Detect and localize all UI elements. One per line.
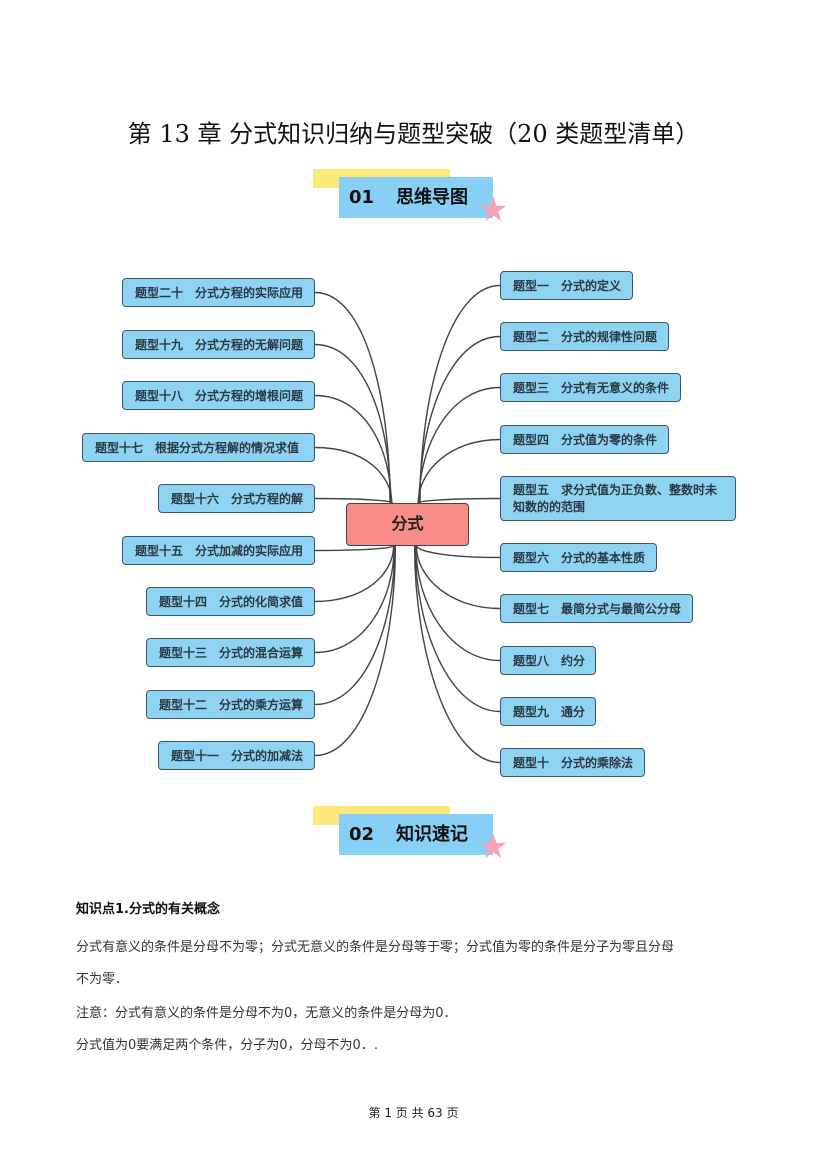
connector-line — [314, 394, 392, 504]
mindmap-node-right: 题型六 分式的基本性质 — [500, 543, 657, 572]
mindmap-node-right: 题型八 约分 — [500, 646, 596, 675]
mindmap-node-right: 题型九 通分 — [500, 697, 596, 726]
section-banner-mindmap: 01 思维导图 ★ — [313, 169, 513, 229]
star-icon: ★ — [478, 827, 509, 867]
mindmap-node-right: 题型五 求分式值为正负数、整数时未知数的的范围 — [500, 476, 736, 521]
connector-line — [314, 497, 394, 504]
page-footer: 第 1 页 共 63 页 — [368, 1106, 459, 1120]
mindmap-node-left: 题型十六 分式方程的解 — [158, 484, 315, 513]
knowledge-line: 分式有意义的条件是分母不为零；分式无意义的条件是分母等于零；分式值为零的条件是分… — [76, 940, 675, 955]
connector-line — [314, 545, 397, 757]
mindmap-node-left: 题型十七 根据分式方程解的情况求值 — [82, 433, 315, 462]
page-title: 第 13 章 分式知识归纳与题型突破（20 类题型清单） — [127, 120, 700, 148]
mindmap-node-left: 题型十二 分式的乘方运算 — [146, 690, 315, 719]
mindmap-node-left: 题型十五 分式加减的实际应用 — [122, 536, 315, 565]
mindmap-node-right: 题型二 分式的规律性问题 — [500, 322, 669, 351]
connector-line — [414, 545, 501, 713]
knowledge-line: 分式值为0要满足两个条件，分子为0，分母不为0．. — [76, 1038, 378, 1053]
mindmap-node-left: 题型十一 分式的加减法 — [158, 741, 315, 770]
connector-line — [416, 497, 501, 504]
section-banner-knowledge: 02 知识速记 ★ — [313, 806, 513, 866]
knowledge-line: 不为零． — [76, 972, 129, 987]
mindmap-node-left: 题型二十 分式方程的实际应用 — [122, 278, 315, 307]
mindmap-node-left: 题型十四 分式的化简求值 — [146, 587, 315, 616]
connector-line — [314, 545, 395, 603]
mindmap-node-right: 题型四 分式值为零的条件 — [500, 425, 669, 454]
star-icon: ★ — [478, 190, 509, 230]
connector-line — [415, 545, 501, 610]
connector-line — [415, 545, 501, 662]
connector-line — [413, 545, 501, 764]
section-label: 思维导图 — [396, 187, 469, 208]
connector-line — [314, 545, 394, 552]
section-number: 02 — [349, 824, 375, 845]
connector-line — [314, 446, 393, 504]
connector-line — [314, 545, 396, 706]
banner-box: 01 思维导图 — [339, 177, 493, 218]
mindmap-node-right: 题型一 分式的定义 — [500, 271, 633, 300]
mindmap-node-right: 题型七 最简分式与最简公分母 — [500, 594, 693, 623]
connector-line — [314, 343, 392, 504]
mindmap-node-left: 题型十八 分式方程的增根问题 — [122, 381, 315, 410]
connector-line — [418, 386, 501, 504]
mindmap-node-right: 题型十 分式的乘除法 — [500, 748, 645, 777]
connector-line — [419, 284, 501, 504]
connector-line — [416, 545, 501, 559]
mindmap-node-right: 题型三 分式有无意义的条件 — [500, 373, 681, 402]
mindmap-node-left: 题型十三 分式的混合运算 — [146, 638, 315, 667]
knowledge-heading: 知识点1.分式的有关概念 — [76, 902, 220, 917]
connector-line — [314, 545, 395, 654]
mindmap-node-left: 题型十九 分式方程的无解问题 — [122, 330, 315, 359]
mindmap-center-node: 分式 — [346, 503, 469, 546]
section-label: 知识速记 — [396, 824, 469, 845]
connector-line — [417, 438, 501, 504]
connector-line — [418, 335, 501, 504]
section-number: 01 — [349, 187, 375, 208]
banner-box: 02 知识速记 — [339, 814, 493, 855]
knowledge-line: 注意：分式有意义的条件是分母不为0，无意义的条件是分母为0． — [76, 1006, 457, 1021]
